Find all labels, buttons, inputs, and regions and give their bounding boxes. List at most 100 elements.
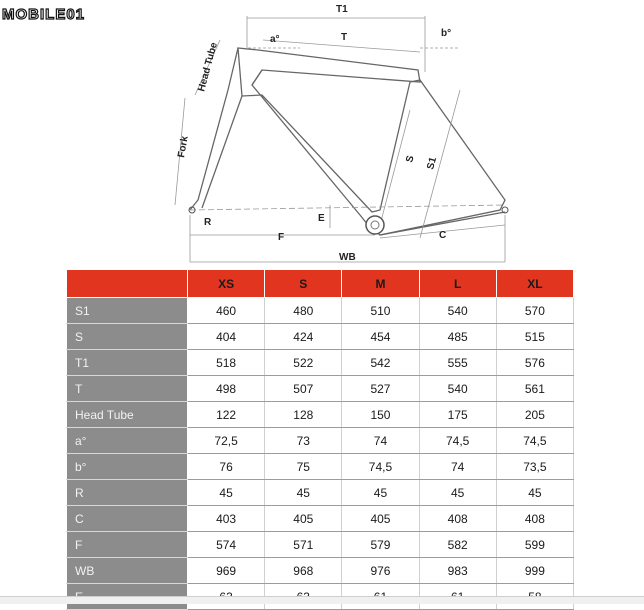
label-WB: WB <box>339 252 356 263</box>
table-cell: 74,5 <box>495 427 575 454</box>
table-cell: 561 <box>495 375 575 402</box>
table-cell: 510 <box>341 297 420 324</box>
table-cell: 498 <box>186 375 266 402</box>
table-cell: 75 <box>264 453 343 480</box>
table-cell: 527 <box>341 375 420 402</box>
table-cell: 599 <box>495 531 575 558</box>
size-header: XL <box>495 269 575 298</box>
table-cell: 999 <box>495 557 575 584</box>
table-cell: 983 <box>418 557 497 584</box>
row-label: b° <box>66 453 188 480</box>
label-C: C <box>439 230 446 241</box>
label-T1: T1 <box>336 4 348 15</box>
size-header-row: XS S M L XL <box>66 269 575 298</box>
table-cell: 540 <box>418 375 497 402</box>
size-header: XS <box>186 269 266 298</box>
table-cell: 150 <box>341 401 420 428</box>
table-cell: 404 <box>186 323 266 350</box>
label-head-tube: Head Tube <box>196 41 220 93</box>
table-cell: 518 <box>186 349 266 376</box>
table-cell: 571 <box>264 531 343 558</box>
table-cell: 175 <box>418 401 497 428</box>
row-label: S1 <box>66 297 188 324</box>
table-cell: 579 <box>341 531 420 558</box>
table-cell: 403 <box>186 505 266 532</box>
bottom-bracket <box>365 215 385 235</box>
label-R: R <box>204 217 212 228</box>
table-cell: 45 <box>341 479 420 506</box>
header-corner <box>66 269 188 298</box>
row-label: a° <box>66 427 188 454</box>
label-S1: S1 <box>425 156 439 171</box>
table-cell: 574 <box>186 531 266 558</box>
row-label: C <box>66 505 188 532</box>
table-cell: 408 <box>495 505 575 532</box>
size-header: S <box>264 269 343 298</box>
table-cell: 480 <box>264 297 343 324</box>
row-label: S <box>66 323 188 350</box>
table-cell: 540 <box>418 297 497 324</box>
table-cell: 122 <box>186 401 266 428</box>
size-header: M <box>341 269 420 298</box>
table-cell: 73 <box>264 427 343 454</box>
table-cell: 74,5 <box>418 427 497 454</box>
row-label: F <box>66 531 188 558</box>
label-T: T <box>341 32 347 43</box>
table-cell: 485 <box>418 323 497 350</box>
table-cell: 576 <box>495 349 575 376</box>
table-cell: 424 <box>264 323 343 350</box>
label-S: S <box>404 154 416 164</box>
table-cell: 73,5 <box>495 453 575 480</box>
table-cell: 507 <box>264 375 343 402</box>
table-cell: 522 <box>264 349 343 376</box>
table-cell: 74 <box>341 427 420 454</box>
table-cell: 128 <box>264 401 343 428</box>
table-cell: 74,5 <box>341 453 420 480</box>
table-cell: 454 <box>341 323 420 350</box>
table-cell: 45 <box>495 479 575 506</box>
table-cell: 515 <box>495 323 575 350</box>
frame-geometry-diagram: T1 T a° b° Head Tube Fork S S1 E R F C W… <box>174 4 509 263</box>
table-cell: 45 <box>418 479 497 506</box>
table-cell: 582 <box>418 531 497 558</box>
label-a: a° <box>270 34 280 45</box>
table-cell: 45 <box>264 479 343 506</box>
table-cell: 405 <box>341 505 420 532</box>
table-cell: 76 <box>186 453 266 480</box>
table-cell: 542 <box>341 349 420 376</box>
frame-outline <box>237 47 506 236</box>
table-cell: 405 <box>264 505 343 532</box>
bottom-scrollbar[interactable] <box>0 596 644 604</box>
logo-text: MOBILE01 <box>2 6 85 23</box>
table-cell: 968 <box>264 557 343 584</box>
table-cell: 969 <box>186 557 266 584</box>
label-E: E <box>318 213 325 224</box>
label-fork: Fork <box>176 135 191 159</box>
table-cell: 205 <box>495 401 575 428</box>
table-cell: 976 <box>341 557 420 584</box>
table-cell: 570 <box>495 297 575 324</box>
mobile01-logo: MOBILE01 <box>2 5 85 23</box>
row-label: R <box>66 479 188 506</box>
table-cell: 45 <box>186 479 266 506</box>
size-header: L <box>418 269 497 298</box>
table-cell: 460 <box>186 297 266 324</box>
table-cell: 72,5 <box>186 427 266 454</box>
row-label: T1 <box>66 349 188 376</box>
label-b: b° <box>441 28 451 39</box>
table-cell: 408 <box>418 505 497 532</box>
row-label: T <box>66 375 188 402</box>
label-F: F <box>278 232 284 243</box>
